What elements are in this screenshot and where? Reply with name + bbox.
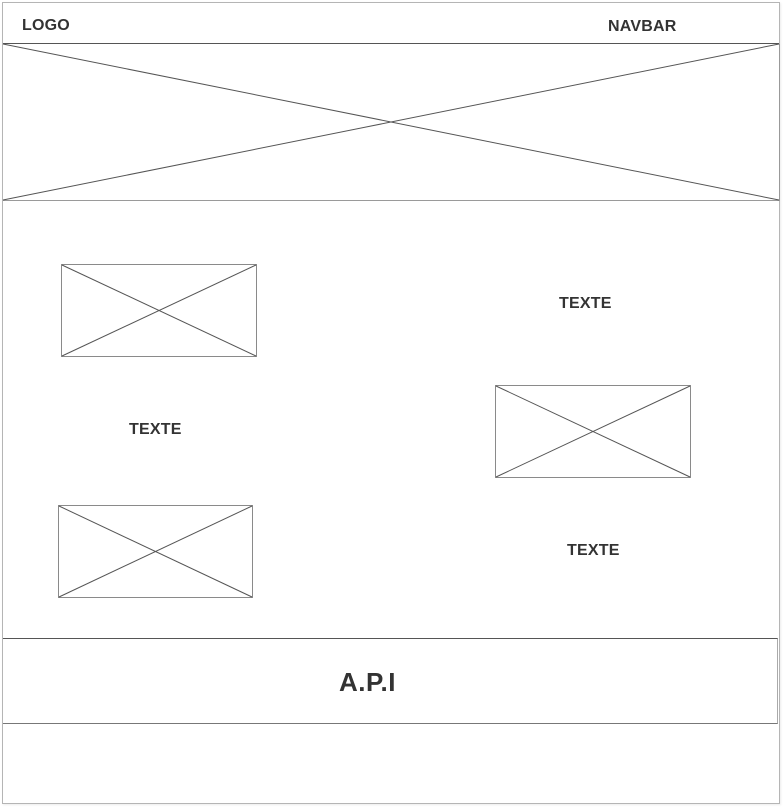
api-section: A.P.I: [3, 638, 778, 724]
image-placeholder-2-cross: [496, 386, 690, 477]
header-bar: LOGO NAVBAR: [3, 3, 779, 44]
image-placeholder-2: [495, 385, 691, 478]
hero-image-placeholder: [3, 44, 780, 201]
text-block-3: TEXTE: [567, 542, 620, 559]
logo[interactable]: LOGO: [22, 17, 70, 34]
api-label: A.P.I: [339, 667, 396, 697]
image-placeholder-3: [58, 505, 253, 598]
image-placeholder-3-cross: [59, 506, 252, 597]
text-block-2: TEXTE: [129, 421, 182, 438]
navbar[interactable]: NAVBAR: [608, 18, 677, 35]
image-placeholder-1-cross: [62, 265, 256, 356]
image-placeholder-1: [61, 264, 257, 357]
hero-placeholder-cross: [3, 44, 779, 200]
text-block-1: TEXTE: [559, 295, 612, 312]
